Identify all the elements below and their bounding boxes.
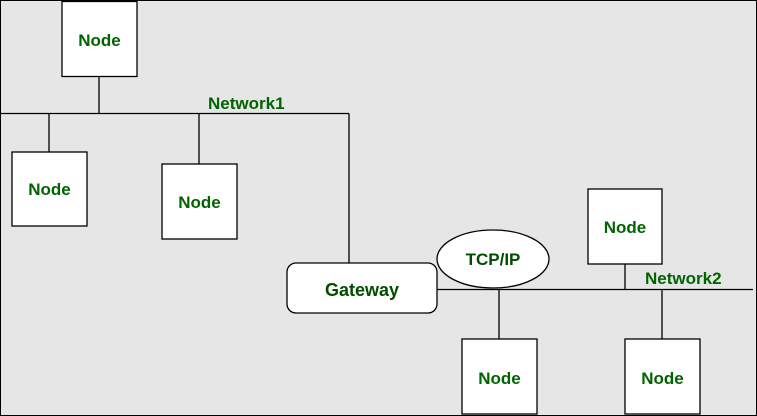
tcp-ip-ellipse — [436, 229, 550, 289]
node-right-upper: Node — [587, 188, 663, 265]
node-label: Node — [641, 369, 684, 388]
node-box — [61, 0, 138, 78]
node-box — [161, 163, 238, 240]
node-label: Node — [178, 193, 221, 212]
node-bottom-right: Node — [624, 338, 701, 415]
node-middle: Node — [161, 163, 238, 240]
node-box — [11, 151, 88, 227]
node-left: Node — [11, 151, 88, 227]
node-label: Node — [478, 369, 521, 388]
network1-lines — [0, 77, 350, 263]
node-box — [587, 188, 663, 265]
tcp-ip-protocol: TCP/IP — [436, 229, 550, 289]
node-box — [461, 338, 538, 415]
node-box — [624, 338, 701, 415]
gateway: Gateway — [286, 262, 438, 314]
node-label: Node — [28, 180, 71, 199]
gateway-label: Gateway — [325, 280, 399, 300]
network2-label: Network2 — [645, 269, 722, 288]
node-label: Node — [78, 31, 121, 50]
tcp-ip-label: TCP/IP — [466, 250, 521, 269]
network2-lines — [437, 264, 753, 339]
gateway-box — [286, 262, 438, 314]
network1-label: Network1 — [208, 94, 285, 113]
node-top: Node — [61, 0, 138, 78]
node-label: Node — [604, 218, 647, 237]
node-bottom-left: Node — [461, 338, 538, 415]
